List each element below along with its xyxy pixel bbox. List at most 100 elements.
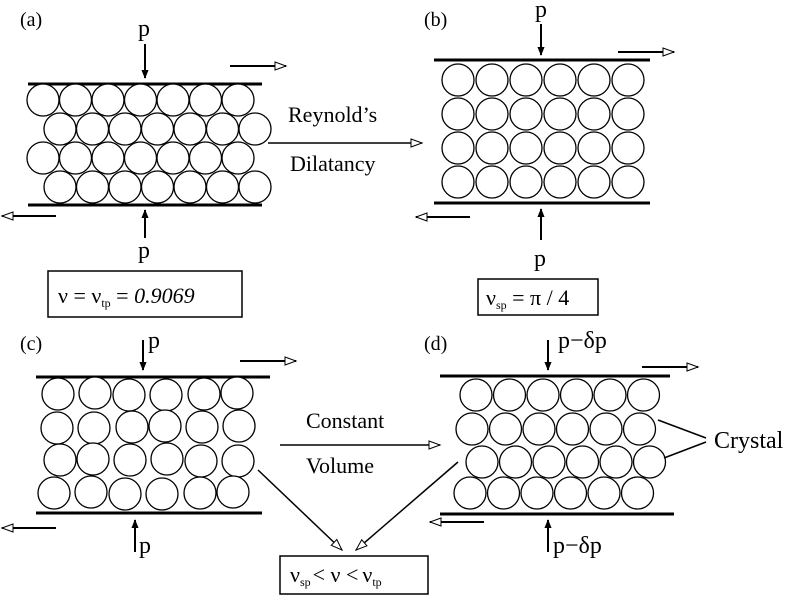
formula-a-box [47,270,243,318]
grain-circle [188,83,223,117]
panel-d-label: (d) [424,333,447,355]
converge-arrow-from-c [257,469,344,552]
grain-circle [488,412,523,446]
panel-c: (c) p p [0,328,298,559]
grain-circle [74,475,108,509]
grain-circle [221,444,255,478]
grain-circle [37,476,71,510]
panel-b: (b) p p [414,0,676,272]
crystal-pointer-upper [657,419,707,439]
grain-circle [455,412,489,446]
crystal-label: Crystal [714,428,784,454]
grain-circle [577,97,611,131]
grain-circle [622,412,657,446]
panel-c-top-force: p [148,328,160,354]
grain-circle [140,170,175,204]
converge-arrow-from-d [354,461,459,551]
grain-circle [108,170,142,204]
grain-circle [221,83,255,117]
grain-circle [220,376,254,410]
grain-circle [587,476,621,510]
grain-circle [522,412,556,446]
grain-circle [145,477,179,511]
panel-b-bottom-force: p [534,246,546,272]
panel-c-bottom-force: p [139,533,151,559]
grain-circle [58,83,93,117]
grain-circle [150,442,184,476]
panel-c-grains [37,376,256,511]
grain-circle [58,141,93,175]
transition-dilatancy: Reynold’s Dilatancy [268,102,424,176]
grain-circle [589,412,623,446]
grain-circle [599,445,633,479]
grain-circle [611,63,645,97]
grain-circle [113,443,147,477]
panel-a-grains [26,83,272,204]
grain-circle [453,476,487,510]
grain-circle [632,445,667,479]
grain-circle [509,63,543,97]
grain-circle [115,410,149,444]
grain-circle [475,97,509,131]
grain-circle [108,477,142,511]
formula-a-text: ν = νtp = 0.9069 [58,283,195,310]
grain-circle [475,131,509,165]
transition-constant-volume-line1: Constant [306,408,384,433]
grain-circle [626,378,661,412]
grain-circle [577,165,611,199]
grain-circle [43,170,77,204]
transition-constant-volume: Constant Volume [280,408,442,478]
grain-circle [475,165,509,199]
grain-circle [123,141,158,175]
grain-circle [577,63,611,97]
formula-b-text: νsp = π / 4 [486,285,569,312]
grain-circle [611,131,645,165]
formula-bottom-box [279,555,429,595]
panel-b-grains [441,63,645,199]
transition-dilatancy-line2: Dilatancy [290,151,376,176]
grain-circle [183,476,217,510]
grain-circle [492,378,527,412]
formula-a: ν = νtp = 0.9069 [47,270,243,318]
grain-circle [156,141,190,175]
panel-c-label: (c) [20,333,42,355]
panel-b-top-force: p [535,0,547,23]
grain-circle [185,410,219,444]
grain-circle [43,443,77,477]
grain-circle [509,131,543,165]
grain-circle [216,475,250,509]
grain-circle [76,442,110,476]
grain-circle [543,131,577,165]
grain-circle [205,112,240,146]
grain-circle [509,165,543,199]
grain-circle [238,112,272,146]
grain-circle [187,377,221,411]
formula-b: νsp = π / 4 [477,278,599,316]
grain-circle [188,141,223,175]
grain-circle [498,445,533,479]
grain-circle [543,63,577,97]
grain-circle [149,378,183,412]
panel-d: (d) p−δp p−δp Crystal [424,328,784,559]
grain-circle [108,112,142,146]
grain-circle [41,377,75,411]
panel-a-bottom-force: p [138,238,150,264]
grain-circle [112,378,146,412]
grain-circle [459,378,493,412]
panel-a-top-force: p [138,16,150,42]
grain-circle [565,445,600,479]
grain-circle [91,141,125,175]
grain-circle [40,411,74,445]
formula-bottom: νsp< ν <νtp [279,555,429,595]
grain-circle [441,97,475,131]
transition-dilatancy-line1: Reynold’s [288,102,377,127]
crystal-pointer-lower [663,441,707,459]
grain-circle [555,412,590,446]
panel-d-bottom-force: p−δp [553,533,602,559]
grain-circle [156,83,190,117]
grain-circle [441,165,475,199]
grain-circle [222,409,256,443]
grain-circle [140,112,175,146]
